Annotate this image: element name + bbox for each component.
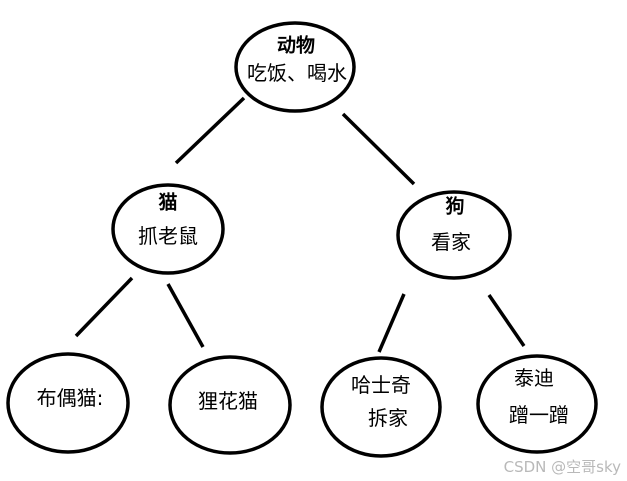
csdn-watermark: CSDN @空哥sky — [503, 458, 621, 476]
node-teddy-title: 泰迪 — [514, 366, 554, 390]
node-husky-ellipse — [320, 356, 442, 458]
edge-cat-ragdoll-line — [74, 276, 134, 338]
node-ragdoll-ellipse — [6, 352, 130, 454]
node-ragdoll-title: 布偶猫: — [36, 386, 104, 410]
node-husky-title: 哈士奇 — [351, 373, 411, 397]
node-animal-ellipse — [234, 21, 356, 113]
edge-dog-teddy-line — [487, 294, 526, 347]
node-animal-subtitle: 吃饭、喝水 — [247, 61, 347, 85]
node-dog-ellipse — [396, 190, 512, 280]
node-teddy-ellipse — [476, 354, 598, 454]
edge-dog-husky-line — [377, 293, 406, 353]
node-cat-ellipse — [111, 183, 225, 275]
node-animal-title: 动物 — [276, 34, 316, 57]
node-dog-subtitle: 看家 — [431, 230, 471, 254]
node-lihua-title: 狸花猫 — [198, 389, 258, 413]
node-cat-subtitle: 抓老鼠 — [138, 224, 198, 248]
edge-animal-cat-line — [174, 96, 246, 165]
node-dog-title: 狗 — [445, 195, 465, 218]
edge-animal-dog-line — [341, 112, 416, 186]
node-cat-title: 猫 — [158, 191, 178, 214]
edge-cat-lihua-line — [166, 283, 205, 348]
node-teddy-subtitle: 蹭一蹭 — [509, 403, 569, 427]
node-husky-subtitle: 拆家 — [368, 406, 408, 430]
node-lihua-ellipse — [168, 355, 292, 455]
